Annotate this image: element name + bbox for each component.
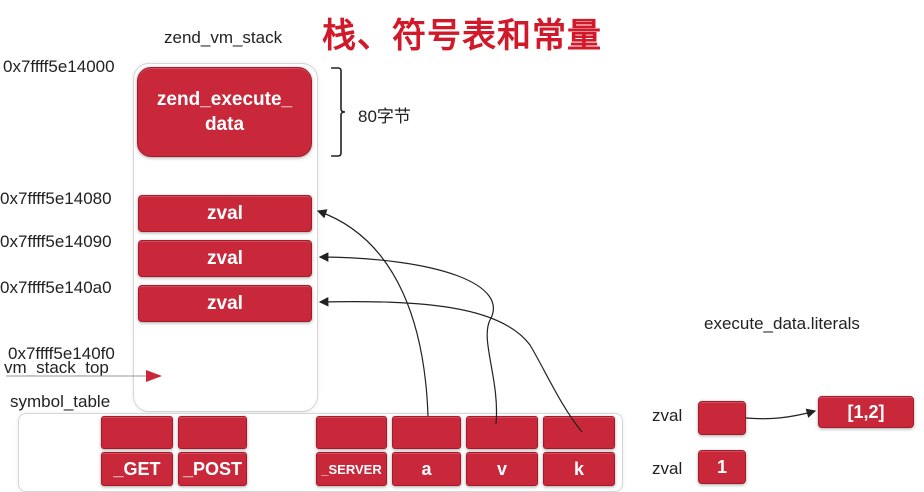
key-a: a xyxy=(421,458,432,479)
key-k: k xyxy=(573,458,584,479)
vm-stack-top-label: vm_stack_top xyxy=(4,358,109,377)
arrow-literal-to-array xyxy=(745,408,817,420)
key-post: _POST xyxy=(182,458,243,479)
bucket-post-value xyxy=(178,416,247,449)
arrow-k-to-zval3 xyxy=(318,297,583,433)
address-label-5: 0x7ffff5e140f0 xyxy=(8,344,115,363)
address-label-2: 0x7ffff5e14080 xyxy=(0,189,112,208)
size-brace xyxy=(331,67,346,157)
stack-zval-2: zval xyxy=(138,240,312,277)
bucket-get-key: _GET xyxy=(101,452,173,486)
bucket-v-key: v xyxy=(466,452,538,486)
stack-zval-3-label: zval xyxy=(207,292,243,314)
stack-zval-3: zval xyxy=(138,285,312,322)
stack-zval-1-label: zval xyxy=(207,202,243,224)
literal-zval-2-label: zval xyxy=(652,459,683,478)
key-server: _SERVER xyxy=(321,461,382,477)
bucket-post-key: _POST xyxy=(178,452,247,486)
address-label-3: 0x7ffff5e14090 xyxy=(0,232,112,251)
zend-vm-stack-label: zend_vm_stack xyxy=(164,28,283,47)
literal-zval-1-label: zval xyxy=(652,406,683,425)
stack-zval-2-label: zval xyxy=(207,247,243,269)
bucket-server-key: _SERVER xyxy=(316,452,387,486)
literal-array-value: [1,2] xyxy=(847,401,885,422)
bucket-v-value xyxy=(466,416,538,449)
bucket-k-value xyxy=(543,416,615,449)
literal-array: [1,2] xyxy=(818,396,914,428)
execute-data-block: zend_execute_ data xyxy=(137,67,312,157)
literal-zval-2-value: 1 xyxy=(716,456,727,477)
stack-zval-1: zval xyxy=(138,195,312,232)
bucket-k-key: k xyxy=(543,452,615,486)
page-title: 栈、符号表和常量 xyxy=(322,16,602,56)
bucket-a-value xyxy=(392,416,461,449)
size-label: 80字节 xyxy=(358,107,411,126)
address-label-4: 0x7ffff5e140a0 xyxy=(0,278,112,297)
literals-label: execute_data.literals xyxy=(704,314,860,333)
bucket-server-value xyxy=(316,416,387,449)
bucket-a-key: a xyxy=(392,452,461,486)
address-label-1: 0x7ffff5e14000 xyxy=(3,57,115,76)
key-get: _GET xyxy=(113,458,161,479)
execute-data-label: zend_execute_ data xyxy=(156,89,293,135)
stack-top-arrow xyxy=(146,370,162,382)
bucket-get-value xyxy=(101,416,173,449)
arrow-a-to-zval1 xyxy=(316,209,429,417)
arrow-v-to-zval2 xyxy=(318,252,498,425)
key-v: v xyxy=(496,458,507,479)
literal-zval-2: 1 xyxy=(698,450,746,484)
symbol-table-label: symbol_table xyxy=(10,392,111,411)
literal-zval-1 xyxy=(698,401,746,435)
